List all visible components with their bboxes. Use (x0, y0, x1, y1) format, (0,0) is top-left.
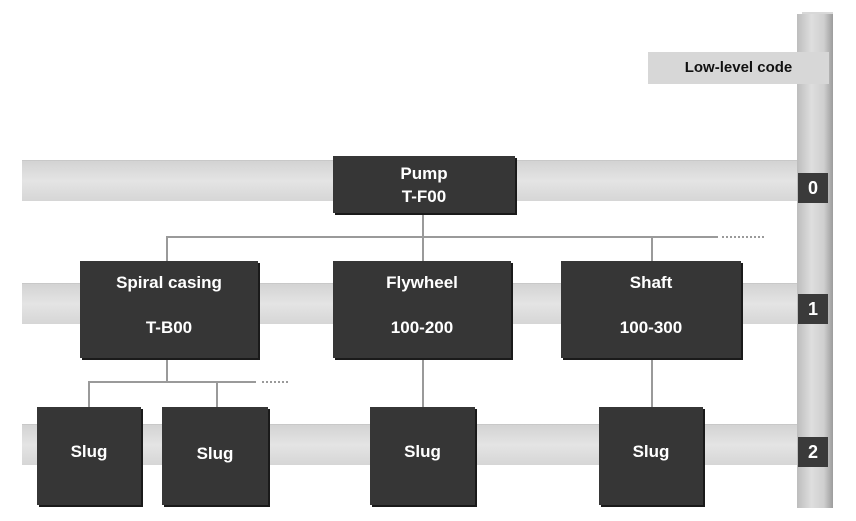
level-2-number: 2 (798, 437, 828, 467)
connector-pump-down (422, 213, 424, 237)
connector-level2-horizontal (88, 381, 256, 383)
node-slug-1-name: Slug (70, 442, 108, 461)
level-1-number: 1 (798, 294, 828, 324)
node-pump-code: T-F00 (401, 187, 447, 206)
connector-level1-continuation (722, 236, 764, 238)
node-flywheel-name: Flywheel (386, 273, 458, 292)
node-slug-4: Slug (599, 407, 703, 505)
node-slug-4-name: Slug (632, 442, 670, 461)
connector-to-slug-2 (216, 381, 218, 407)
level-0-number: 0 (798, 173, 828, 203)
connector-to-shaft (651, 236, 653, 261)
node-spiral-casing-name: Spiral casing (116, 273, 222, 292)
connector-level1-horizontal (166, 236, 718, 238)
node-shaft-name: Shaft (629, 273, 673, 292)
connector-shaft-to-slug-4 (651, 358, 653, 407)
connector-to-slug-1 (88, 381, 90, 407)
node-flywheel: Flywheel 100-200 (333, 261, 511, 358)
node-spiral-casing-code: T-B00 (145, 318, 193, 337)
connector-to-spiral-casing (166, 236, 168, 261)
node-pump: Pump T-F00 (333, 156, 515, 213)
connector-to-flywheel (422, 236, 424, 261)
node-slug-2: Slug (162, 407, 268, 505)
connector-spiral-casing-down (166, 358, 168, 383)
node-slug-2-name: Slug (196, 444, 234, 463)
node-slug-3-name: Slug (404, 442, 441, 461)
node-slug-3: Slug (370, 407, 475, 505)
node-spiral-casing: Spiral casing T-B00 (80, 261, 258, 358)
connector-level2-continuation (262, 381, 288, 383)
node-shaft-code: 100-300 (619, 318, 683, 337)
node-shaft: Shaft 100-300 (561, 261, 741, 358)
node-slug-1: Slug (37, 407, 141, 505)
connector-flywheel-to-slug-3 (422, 358, 424, 407)
low-level-code-label: Low-level code (648, 52, 829, 84)
node-flywheel-code: 100-200 (390, 318, 454, 337)
low-level-code-scale (797, 14, 833, 508)
node-pump-name: Pump (400, 164, 448, 183)
